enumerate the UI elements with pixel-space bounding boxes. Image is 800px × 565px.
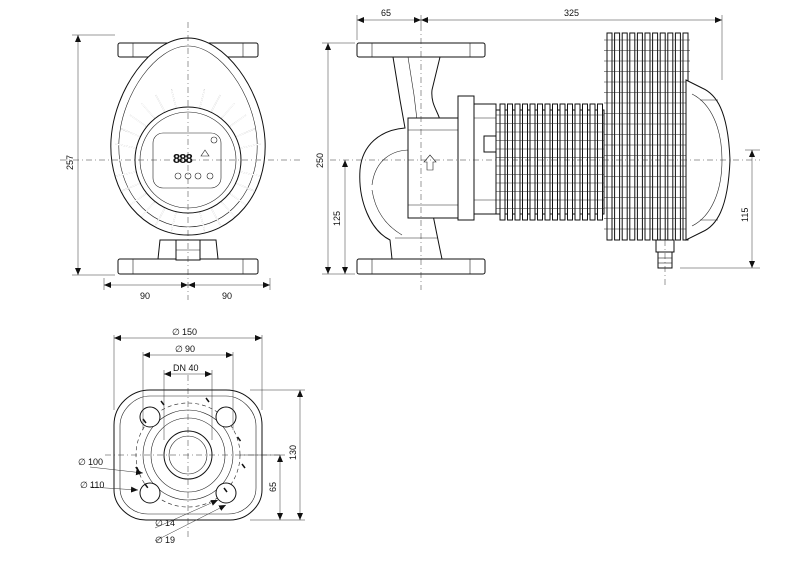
motor-rib — [582, 103, 588, 221]
side-view: 65 325 250 125 115 — [315, 8, 760, 290]
fin-line-inner — [155, 208, 166, 226]
motor-rib — [567, 103, 573, 221]
svg-text:∅: ∅ — [155, 518, 163, 528]
tick-mark — [205, 397, 210, 403]
motor-rib — [522, 103, 528, 221]
rear-fin — [629, 32, 636, 241]
fin-line-inner — [240, 171, 261, 177]
fin-line-inner — [210, 94, 221, 112]
rear-fin — [667, 32, 674, 241]
front-fins — [114, 88, 262, 232]
side-dim-325: 325 — [564, 8, 579, 18]
rear-fin — [652, 32, 659, 241]
fin-line-inner — [170, 212, 177, 231]
tick-mark — [144, 483, 149, 489]
flange-d90: 90 — [185, 344, 195, 354]
fin-line-inner — [221, 201, 235, 217]
flange-dimensions: ∅ 150 ∅ 90 DN 40 ∅ 100 ∅ 110 ∅ 14 ∅ 19 — [78, 327, 305, 545]
fin-line-inner — [210, 208, 221, 226]
flange-d110: 110 — [90, 480, 104, 490]
fin-line-inner — [229, 114, 247, 127]
motor-rib — [552, 103, 558, 221]
svg-text:∅: ∅ — [80, 480, 88, 490]
fin-line-inner — [240, 143, 261, 149]
fin-line-inner — [236, 182, 255, 192]
motor-rib — [559, 103, 566, 221]
side-dimensions: 65 325 250 125 115 — [315, 8, 760, 275]
motor-rib — [529, 103, 536, 221]
fin-line-inner — [129, 114, 147, 127]
rear-fin — [621, 32, 628, 241]
fin-line-inner — [221, 103, 235, 119]
svg-text:∅: ∅ — [78, 457, 86, 467]
rear-fin — [644, 32, 651, 241]
fin-line-inner — [141, 103, 155, 119]
fin-line-inner — [129, 193, 147, 206]
fin-line-inner — [121, 128, 140, 138]
flange-d100: 100 — [88, 457, 103, 467]
flange-dn40: DN 40 — [173, 363, 199, 373]
motor-rib — [514, 103, 521, 221]
fin-line-inner — [141, 201, 155, 217]
tick-mark — [236, 436, 242, 442]
flange-d14: 14 — [165, 518, 175, 528]
fin-line-inner — [115, 171, 136, 177]
flange-view: ∅ 150 ∅ 90 DN 40 ∅ 100 ∅ 110 ∅ 14 ∅ 19 — [78, 327, 305, 545]
motor-rib — [597, 103, 603, 221]
rear-fin — [614, 32, 621, 241]
front-view: 888 90 90 257 — [60, 22, 300, 301]
rear-fin — [636, 32, 643, 241]
rear-fin — [674, 32, 681, 241]
rear-fin — [606, 32, 613, 241]
svg-text:∅: ∅ — [155, 535, 163, 545]
side-height-125: 125 — [332, 211, 342, 226]
flange-d19: 19 — [165, 535, 175, 545]
flange-h130: 130 — [288, 445, 298, 460]
tick-mark — [241, 463, 246, 469]
motor-rib — [574, 103, 581, 221]
svg-text:888: 888 — [173, 151, 192, 166]
tick-mark — [142, 418, 147, 424]
side-dim-65: 65 — [381, 8, 391, 18]
fin-line-inner — [199, 212, 206, 231]
fin-line-inner — [170, 89, 177, 108]
tick-mark — [223, 487, 228, 493]
side-height-250: 250 — [315, 153, 325, 168]
svg-text:∅: ∅ — [175, 344, 183, 354]
motor-rib — [544, 103, 551, 221]
front-width-right: 90 — [222, 291, 232, 301]
fin-line-inner — [229, 193, 247, 206]
motor-rib — [499, 103, 506, 221]
fin-line-inner — [236, 128, 255, 138]
fin-line-inner — [121, 182, 140, 192]
front-dimensions: 90 90 257 — [65, 34, 271, 301]
fin-line-inner — [199, 89, 206, 108]
side-motor-fins — [496, 103, 604, 221]
rear-fin — [659, 32, 666, 241]
flange-d150: 150 — [182, 327, 197, 337]
fin-line-inner — [155, 94, 166, 112]
side-motor-axis-115: 115 — [740, 208, 750, 222]
motor-rib — [507, 103, 513, 221]
motor-rib — [537, 103, 543, 221]
front-width-left: 90 — [140, 291, 150, 301]
front-height: 257 — [65, 155, 75, 170]
motor-rib — [589, 103, 596, 221]
side-rear-fins — [604, 32, 690, 241]
fin-line-inner — [115, 143, 136, 149]
tick-mark — [160, 400, 165, 406]
svg-text:∅: ∅ — [172, 327, 180, 337]
flange-h65: 65 — [268, 482, 278, 492]
